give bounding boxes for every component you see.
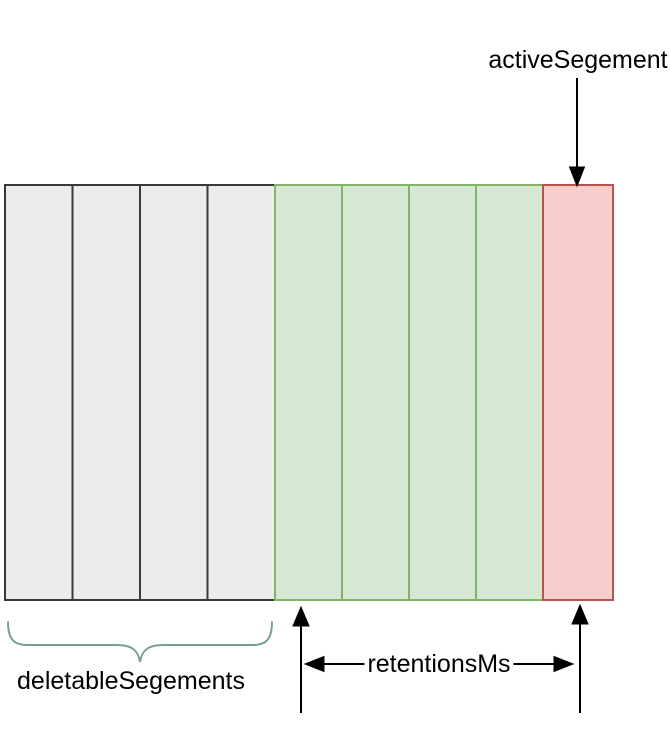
- retained-segment: [408, 184, 477, 601]
- left-boundary-arrow: [292, 605, 310, 713]
- active-segment: [542, 184, 614, 601]
- retention-ms-label: retentionsMs: [364, 650, 514, 679]
- deletable-segment: [4, 184, 74, 601]
- active-segment-label: activeSegement: [488, 46, 668, 74]
- segment-row: [4, 184, 614, 601]
- active-segment-arrow: [568, 78, 586, 188]
- retained-segment: [475, 184, 544, 601]
- deletable-segment: [139, 184, 209, 601]
- deletable-segment: [206, 184, 276, 601]
- retained-segment: [341, 184, 410, 601]
- deletable-segment: [71, 184, 141, 601]
- deletable-brace: [7, 621, 273, 663]
- retained-segment: [274, 184, 343, 601]
- deletable-segments-label: deletableSegements: [17, 667, 245, 695]
- right-boundary-arrow: [571, 603, 589, 713]
